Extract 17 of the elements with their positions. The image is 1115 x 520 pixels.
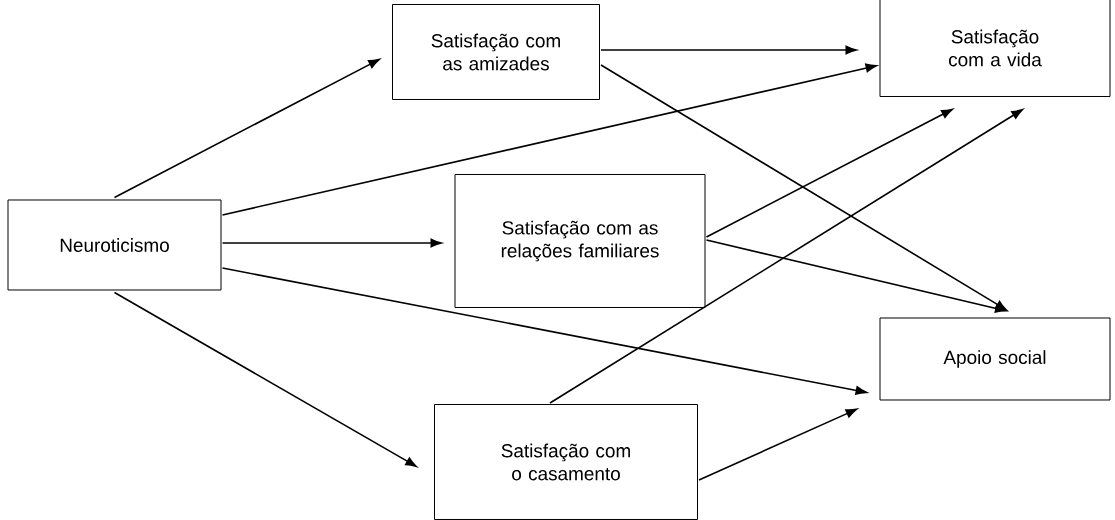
box: Satisfação com a vida [879,0,1111,97]
box: Satisfação com as amizades [392,4,600,100]
arrow [705,239,1007,313]
arrow [600,45,857,55]
arrow [549,109,1023,404]
arrow [113,291,417,468]
box: Neuroticismo [7,199,222,291]
box: Satisfação com o casamento [434,404,698,520]
arrow [600,64,1007,311]
box: Satisfação com as relações familiares [454,174,706,308]
box: Apoio social [879,317,1111,401]
arrow [113,58,380,199]
arrow [221,63,877,216]
arrow [705,108,953,238]
arrow [221,238,442,248]
arrow [221,267,867,395]
arrow [698,408,858,481]
